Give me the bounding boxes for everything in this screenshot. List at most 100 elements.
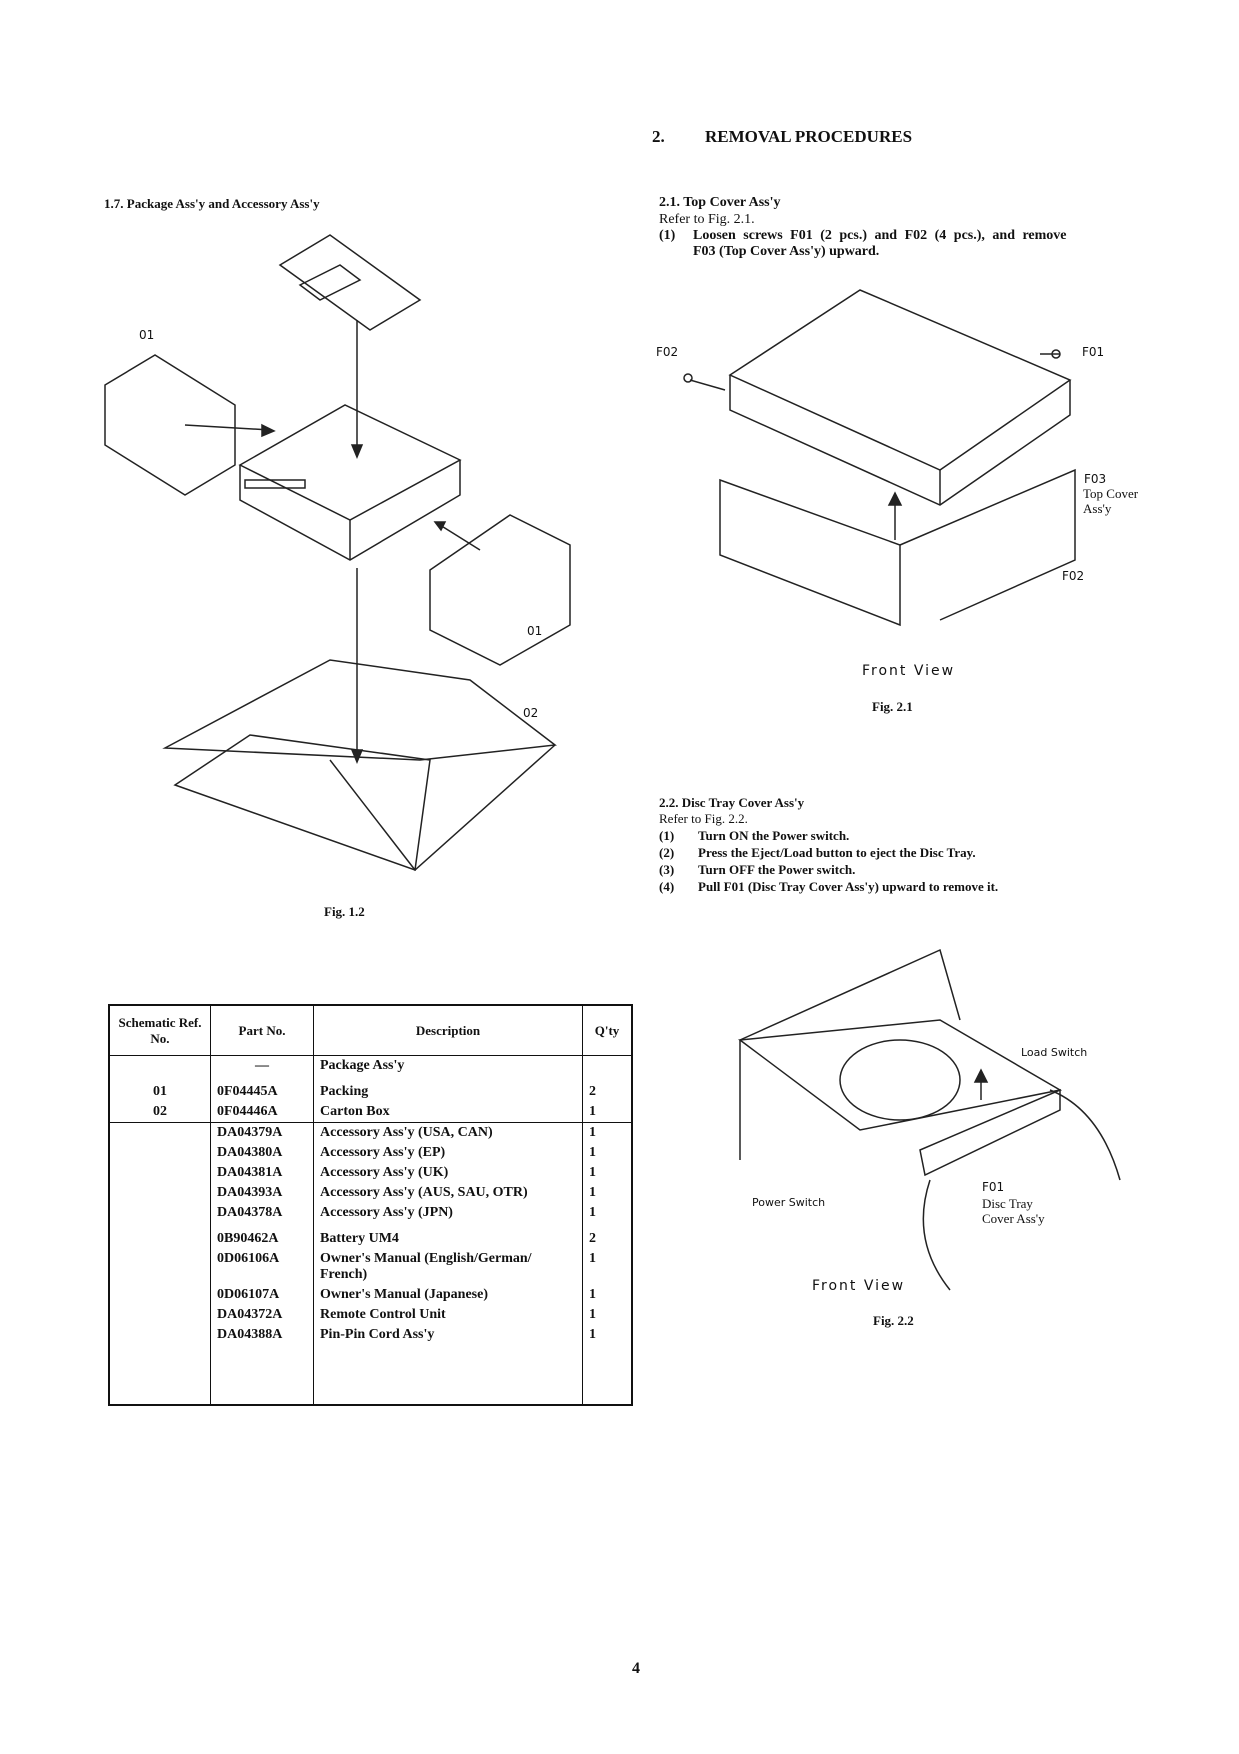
refer-text: Refer to Fig. 2.2. [659, 811, 748, 826]
cell-part: 0F04445A [210, 1076, 314, 1102]
cell-empty [210, 1345, 314, 1405]
cell-ref [108, 1223, 211, 1249]
fig-label: 01 [527, 624, 543, 638]
step-number: (1) [659, 228, 676, 243]
cell-qty: 1 [582, 1305, 633, 1325]
step-text: F03 (Top Cover Ass'y) upward. [693, 244, 880, 259]
section-2-1-title: 2.1. Top Cover Ass'y [659, 195, 781, 210]
col-header: Schematic Ref. No. [108, 1005, 211, 1056]
cell-ref [108, 1285, 211, 1305]
cell-desc: Accessory Ass'y (JPN) [313, 1203, 583, 1223]
fig-caption: Fig. 2.2 [873, 1313, 914, 1328]
col-header: Part No. [210, 1005, 314, 1056]
cell-desc: Pin-Pin Cord Ass'y [313, 1325, 583, 1345]
callout-disc-tray: Disc Tray [982, 1196, 1033, 1211]
cell-desc: Accessory Ass'y (EP) [313, 1143, 583, 1163]
callout-f02: F02 [1062, 569, 1085, 583]
step-number: (1) [659, 828, 675, 843]
cell-qty: 1 [582, 1102, 633, 1123]
cell-desc: Owner's Manual (Japanese) [313, 1285, 583, 1305]
section-2-2-title: 2.2. Disc Tray Cover Ass'y [659, 795, 805, 810]
callout-load-switch: Load Switch [1021, 1046, 1088, 1059]
cell-part: DA04372A [210, 1305, 314, 1325]
step-text: Turn ON the Power switch. [698, 828, 850, 843]
callout-f03: F03 [1084, 472, 1107, 486]
cell-qty: 1 [582, 1122, 633, 1143]
chapter-number: 2. [652, 127, 665, 146]
cell-qty: 1 [582, 1163, 633, 1183]
cell-qty: 1 [582, 1249, 633, 1285]
cell-ref [108, 1055, 211, 1076]
fig-caption: Fig. 1.2 [324, 904, 365, 919]
cell-ref [108, 1163, 211, 1183]
callout-top-cover: Top Cover [1083, 486, 1139, 501]
cell-desc: Packing [313, 1076, 583, 1102]
cell-part: 0F04446A [210, 1102, 314, 1123]
callout-f01: F01 [982, 1180, 1005, 1194]
chapter-title: REMOVAL PROCEDURES [705, 127, 913, 146]
cell-part: DA04378A [210, 1203, 314, 1223]
section-1-7-title: 1.7. Package Ass'y and Accessory Ass'y [104, 196, 320, 211]
step-text: Turn OFF the Power switch. [698, 862, 856, 877]
view-label: Front View [862, 663, 956, 679]
cell-empty [108, 1345, 211, 1405]
cell-desc: Owner's Manual (English/German/ French) [313, 1249, 583, 1285]
cell-qty: 1 [582, 1183, 633, 1203]
cell-desc: Remote Control Unit [313, 1305, 583, 1325]
table-row: —Package Ass'y [108, 1055, 633, 1076]
cell-desc: Battery UM4 [313, 1223, 583, 1249]
cell-ref [108, 1249, 211, 1285]
cell-part: DA04380A [210, 1143, 314, 1163]
step-number: (4) [659, 879, 675, 894]
fig-label: 02 [523, 706, 539, 720]
view-label: Front View [812, 1278, 906, 1294]
cell-ref [108, 1183, 211, 1203]
step-text: Press the Eject/Load button to eject the… [698, 845, 976, 860]
cell-ref: 02 [108, 1102, 211, 1123]
step-text: Loosen screws F01 (2 pcs.) and F02 (4 pc… [693, 228, 1067, 243]
cell-ref: 01 [108, 1076, 211, 1102]
cell-part: DA04379A [210, 1122, 314, 1143]
fig-label: 01 [139, 328, 155, 342]
cell-qty: 1 [582, 1325, 633, 1345]
cell-desc: Carton Box [313, 1102, 583, 1123]
cell-part: DA04381A [210, 1163, 314, 1183]
cell-desc: Accessory Ass'y (UK) [313, 1163, 583, 1183]
cell-desc: Accessory Ass'y (AUS, SAU, OTR) [313, 1183, 583, 1203]
callout-disc-tray: Cover Ass'y [982, 1211, 1045, 1226]
fig-2-1-top-cover-removal [683, 289, 1076, 627]
cell-empty [582, 1345, 633, 1405]
cell-qty: 1 [582, 1143, 633, 1163]
cell-part: DA04393A [210, 1183, 314, 1203]
callout-f01: F01 [1082, 345, 1105, 359]
step-number: (2) [659, 845, 675, 860]
cell-qty: 2 [582, 1076, 633, 1102]
cell-part: 0B90462A [210, 1223, 314, 1249]
cell-ref [108, 1122, 211, 1143]
col-header: Description [313, 1005, 583, 1056]
cell-desc: Package Ass'y [313, 1055, 583, 1076]
callout-top-cover: Ass'y [1083, 501, 1112, 516]
cell-qty: 1 [582, 1203, 633, 1223]
cell-ref [108, 1143, 211, 1163]
page-number: 4 [632, 1660, 640, 1677]
cell-qty: 2 [582, 1223, 633, 1249]
step-number: (3) [659, 862, 675, 877]
cell-ref [108, 1325, 211, 1345]
fig-1-2-exploded-package [104, 234, 571, 872]
step-text: Pull F01 (Disc Tray Cover Ass'y) upward … [698, 879, 999, 894]
callout-f02: F02 [656, 345, 679, 359]
cell-qty: 1 [582, 1285, 633, 1305]
